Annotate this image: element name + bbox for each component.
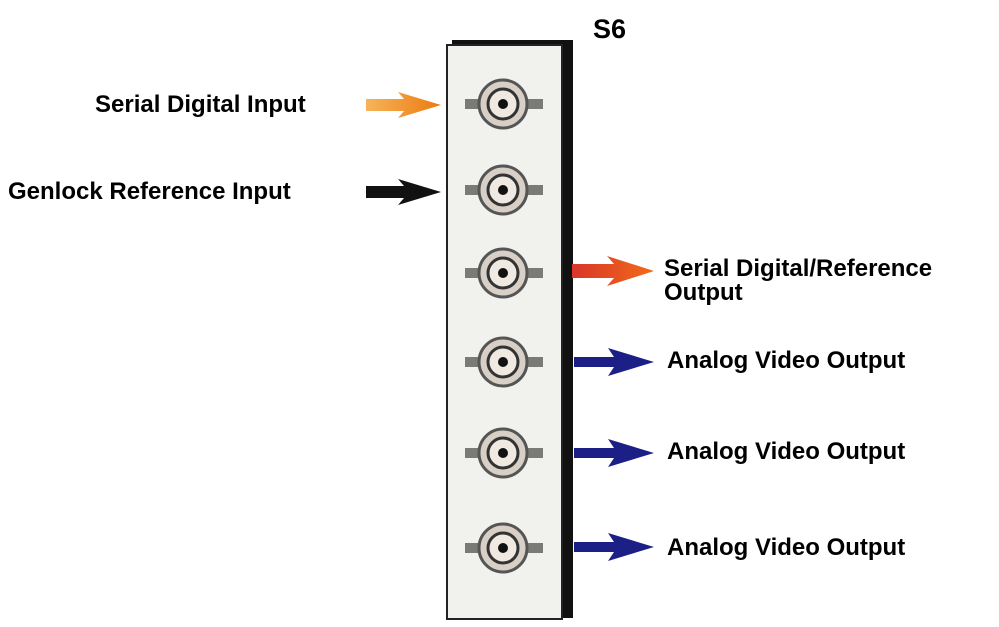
bnc-connector-icon [465,164,543,216]
connector-label-genlock-reference-input: Genlock Reference Input [8,178,291,205]
slot-label: S6 [593,14,627,44]
bnc-connector-icon [465,522,543,574]
arrow-right-icon [366,179,441,205]
connector-label-analog-video-output: Analog Video Output [667,347,906,374]
arrow-right-icon [574,533,654,561]
connector-label-line2: Output [664,279,743,306]
bnc-connector-icon [465,427,543,479]
bnc-connector-icon [465,247,543,299]
bnc-connector-icon [465,336,543,388]
arrow-right-icon [366,92,441,118]
connector-label-serial-digital-input: Serial Digital Input [95,91,306,118]
connector-label-analog-video-output: Analog Video Output [667,534,906,561]
connector-label-line1: Serial Digital/Reference [664,255,933,282]
connector-label-serial-digital-reference-output: Serial Digital/Reference Output [664,256,932,306]
arrow-right-icon [572,256,654,286]
arrow-right-icon [574,439,654,467]
arrow-right-icon [574,348,654,376]
connector-label-analog-video-output: Analog Video Output [667,438,906,465]
bnc-connector-icon [465,78,543,130]
